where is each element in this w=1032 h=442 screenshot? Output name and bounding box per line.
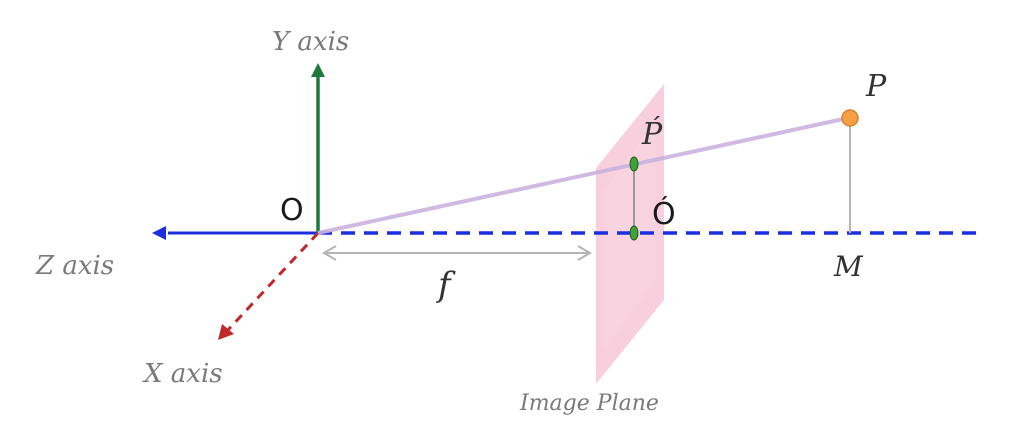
y-axis-label: Y axis [272, 27, 349, 57]
z-axis-label: Z axis [35, 251, 114, 281]
x-axis-line [226, 231, 320, 332]
projection-ray [317, 116, 849, 235]
point-p [841, 109, 859, 127]
x-axis-label: X axis [142, 359, 223, 389]
image-point-o [629, 225, 639, 241]
x-axis-arrowhead [218, 324, 234, 340]
image-plane-label: Image Plane [519, 391, 659, 416]
origin-label: O [280, 193, 304, 228]
image-point-label: Ṕ [641, 116, 663, 152]
focal-arrow-right [577, 245, 592, 261]
image-center-label: Ó [652, 195, 676, 232]
focal-arrow-left [322, 245, 337, 261]
z-axis-arrowhead [152, 226, 166, 240]
focal-length-label: f [435, 265, 456, 305]
point-label: P [865, 69, 887, 104]
y-axis-arrowhead [311, 63, 325, 77]
foot-label: M [833, 250, 864, 283]
image-point-p [629, 156, 639, 172]
